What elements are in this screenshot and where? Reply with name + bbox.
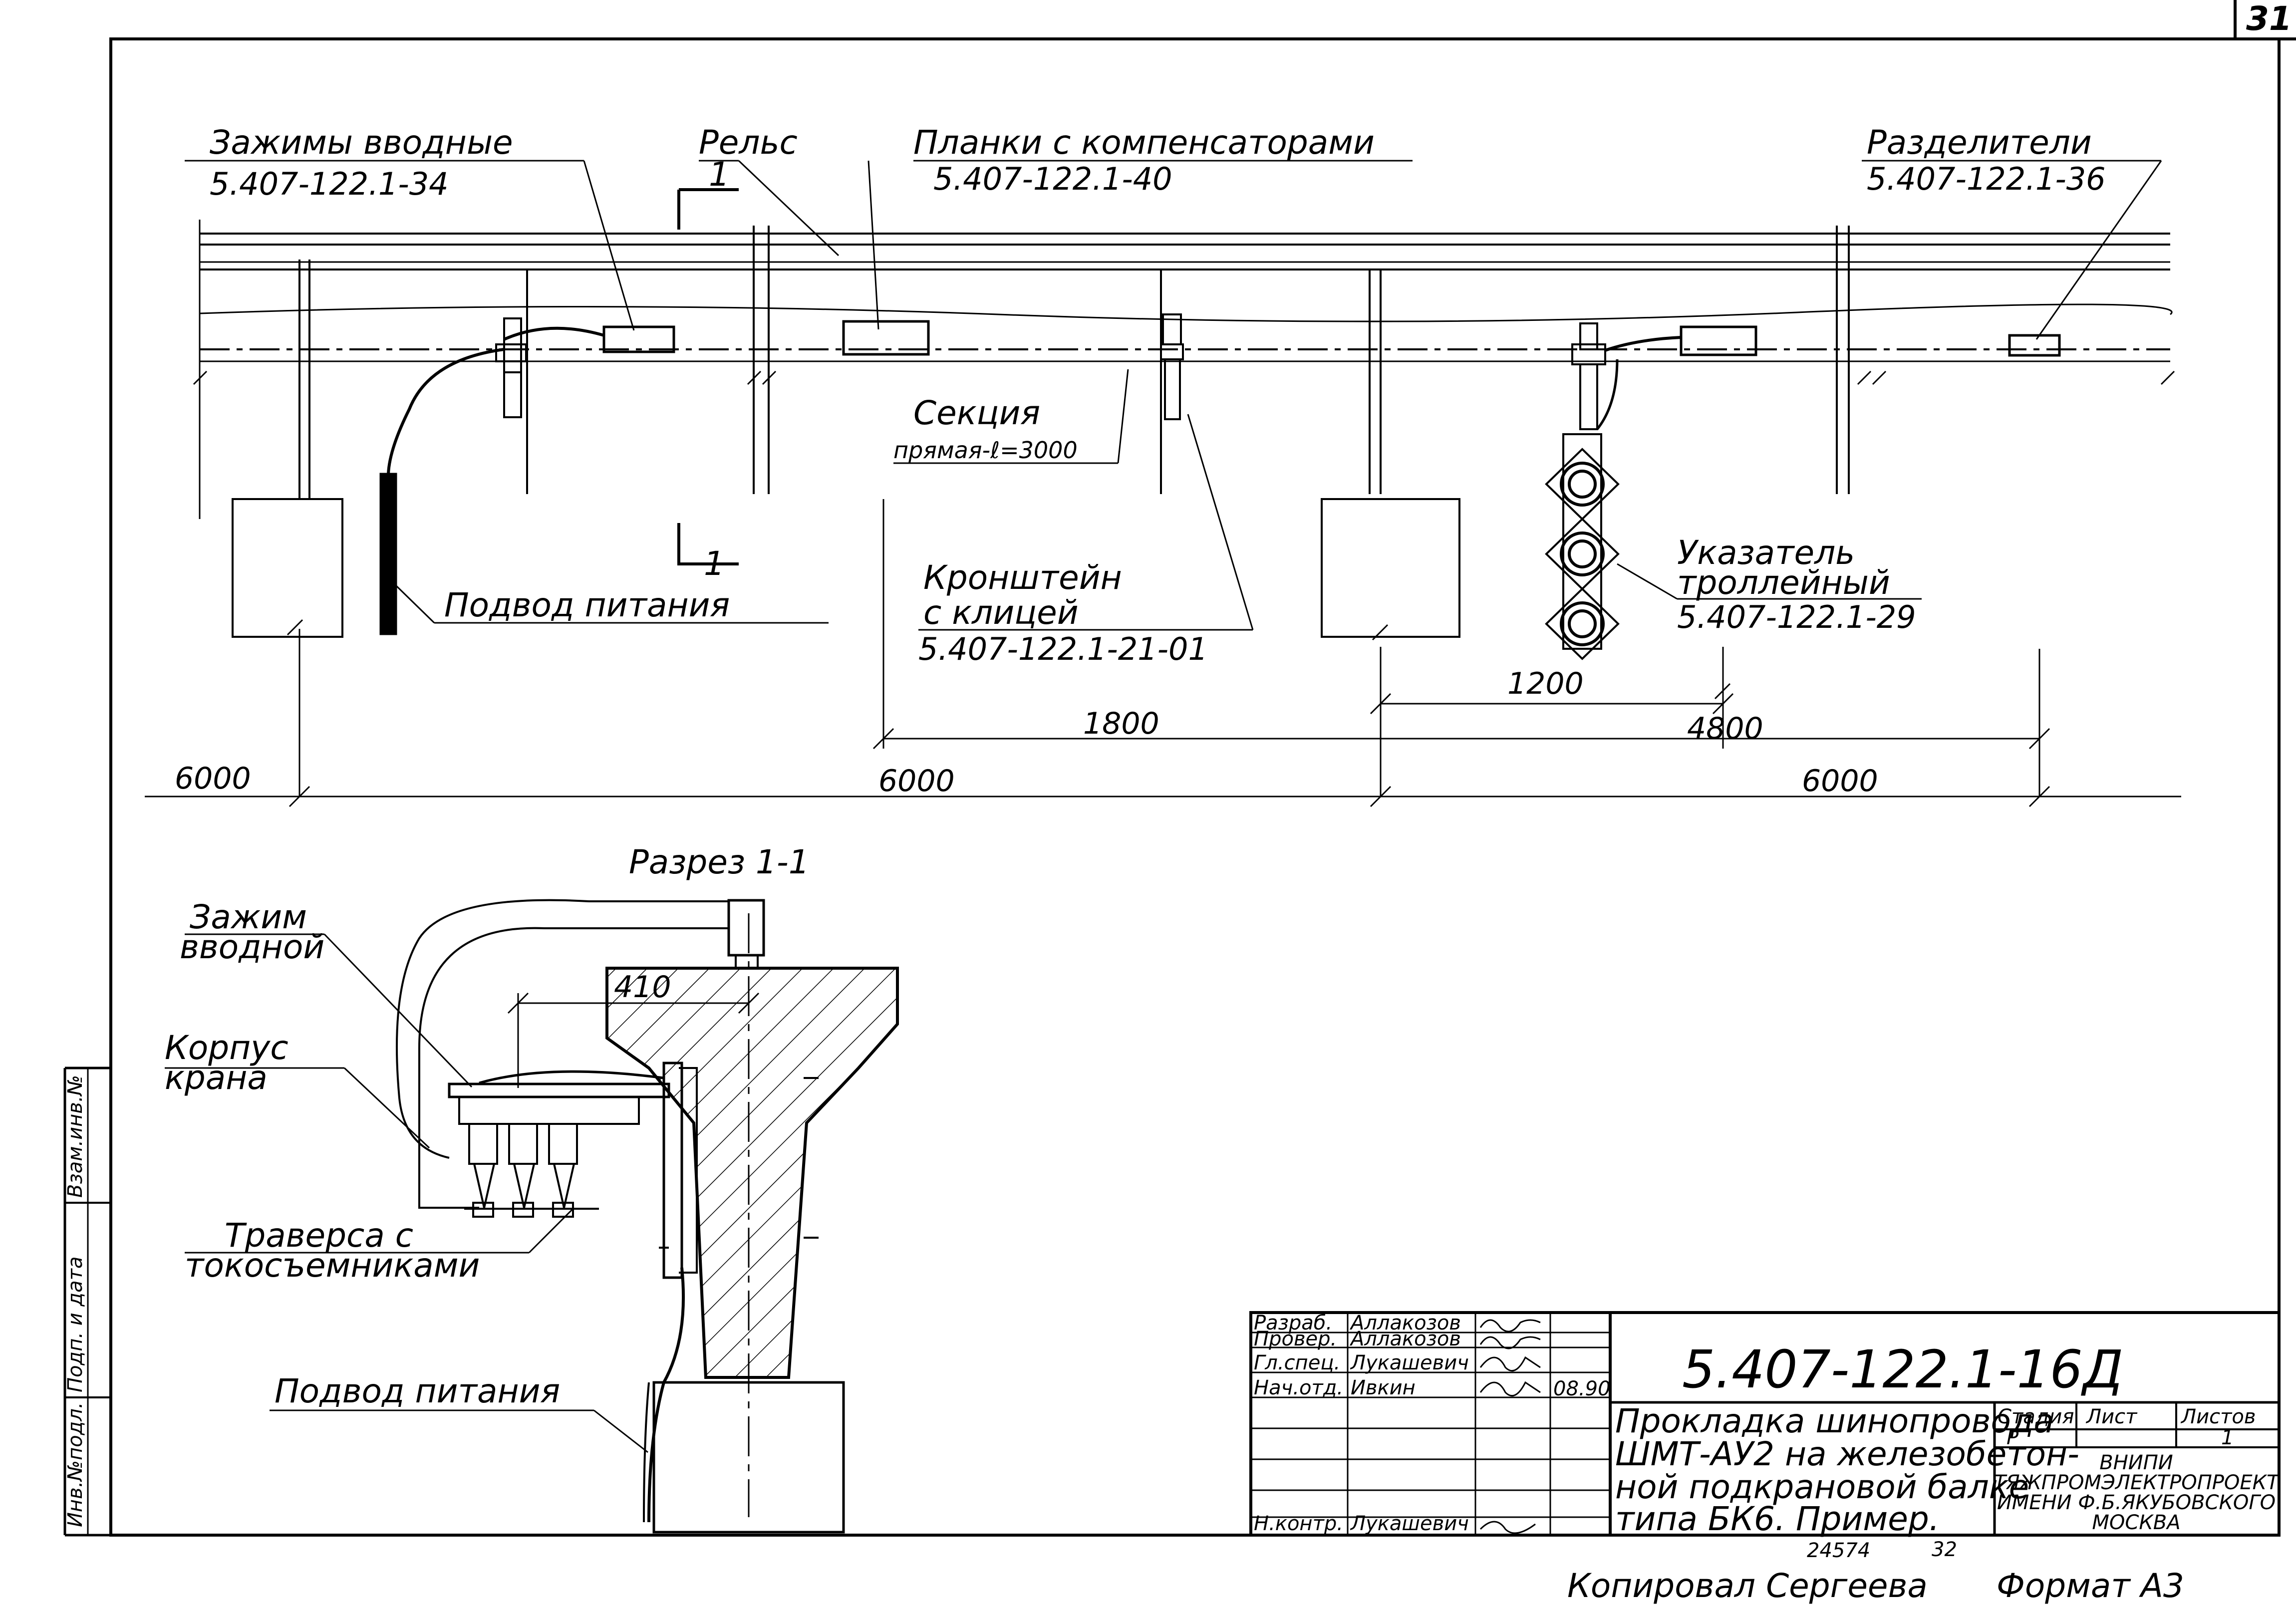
tb-role-6: Н.контр. [1254,1512,1343,1535]
tb-org-3: ИМЕНИ Ф.Б.ЯКУБОВСКОГО [1997,1491,2276,1514]
tb-name-0: Аллакозов [1349,1312,1461,1335]
tb-stage-header: Стадия [1998,1405,2074,1428]
callout-bracket-l2: с клицей [923,593,1079,632]
callout-strips-title: Планки с компенсаторами [913,123,1375,162]
tb-role-1: Провер. [1254,1328,1337,1350]
dim-4800: 4800 [1687,711,1763,746]
tb-desc-2: ШМТ-АУ2 на железобетон- [1615,1435,2079,1473]
section-clamp-l2: вводной [180,928,324,966]
plan-labels: Зажимы вводные 5.407-122.1-34 Рельс 1 Пл… [175,123,2106,799]
tb-role-2: Гл.спец. [1254,1351,1340,1374]
section-crane-l1: Корпус [165,1029,288,1067]
plan-view [145,160,2181,807]
callout-section-l2: прямая-ℓ=3000 [893,437,1078,464]
tb-desc-3: ной подкрановой балке [1615,1468,2029,1506]
tb-desc-1: Прокладка шинопровода [1615,1402,2054,1440]
dim-6000-left: 6000 [175,761,251,796]
section-labels: Разрез 1-1 Зажим вводной Корпус крана Тр… [165,843,810,1410]
callout-rail-title: Рельс [699,123,798,162]
callout-indicator-l2: троллейный [1677,563,1890,602]
tb-role-0: Разраб. [1254,1312,1332,1335]
title-block [1249,1311,2281,1537]
callout-bracket-l1: Кронштейн [923,558,1122,597]
tb-org-2: ТЯЖПРОМЭЛЕКТРОПРОЕКТ [1994,1471,2281,1494]
sheet-number: 31 [2246,0,2292,38]
callout-indicator-code: 5.407-122.1-29 [1677,599,1916,635]
dim-1200: 1200 [1507,666,1584,701]
callout-indicator-l1: Указатель [1677,534,1855,572]
tb-name-6: Лукашевич [1350,1512,1469,1535]
tb-stage-value: Р [2007,1426,2019,1449]
section-crane-l2: крана [165,1059,268,1097]
sheet-frame [63,0,2296,1537]
tb-org-4: МОСКВА [2092,1511,2180,1534]
section-view [165,899,899,1534]
section-dim-410: 410 [614,970,671,1005]
sheet-footer: Копировал Сергеева 24574 32 Формат А3 [1567,1538,2184,1605]
callout-section-l1: Секция [913,394,1040,432]
tb-desc-4: типа БК6. Пример. [1615,1500,1940,1538]
section-clamp-l1: Зажим [190,898,307,936]
tb-name-3: Ивкин [1351,1376,1416,1399]
tb-name-1: Аллакозов [1349,1328,1461,1350]
dim-6000-mid: 6000 [878,764,955,799]
dim-1800: 1800 [1083,706,1159,741]
tb-date: 08.90 [1553,1377,1611,1400]
callout-dividers-title: Разделители [1867,123,2092,162]
section-title: Разрез 1-1 [629,843,810,881]
callout-dividers-code: 5.407-122.1-36 [1867,161,2106,197]
tb-designation: 5.407-122.1-16Д [1682,1339,2123,1400]
callout-power-title: Подвод питания [444,586,730,624]
side-stamp-inv: Инв.№подл. [64,1402,87,1527]
footer-copied-by: Копировал Сергеева [1567,1567,1928,1605]
tb-role-3: Нач.отд. [1254,1376,1343,1399]
callout-rail-mark: 1 [709,155,730,194]
side-stamp: Инв.№подл. Подп. и дата Взам.инв.№ [64,1075,87,1527]
section-traverse-l1: Траверса с [225,1216,413,1255]
callout-bracket-code: 5.407-122.1-21-01 [918,631,1208,667]
footer-stamp-sheet: 32 [1932,1538,1957,1561]
tb-sheet-header: Лист [2085,1405,2138,1428]
side-stamp-sign: Подп. и дата [64,1257,87,1392]
tb-org-1: ВНИПИ [2099,1451,2173,1474]
callout-clamps-code: 5.407-122.1-34 [210,166,449,202]
signatures [1479,1319,1541,1534]
title-block-text: Разраб.АллакозовПровер.АллакозовГл.спец.… [1254,1312,2281,1538]
callout-clamps-title: Зажимы вводные [210,123,513,162]
footer-stamp-number: 24574 [1807,1539,1870,1562]
tb-sheets-header: Листов [2180,1405,2256,1428]
tb-sheets-value: 1 [2221,1426,2234,1449]
section-mark-bottom: 1 [704,544,725,583]
footer-format: Формат А3 [1997,1567,2184,1605]
dim-6000-right: 6000 [1802,764,1878,799]
side-stamp-replace: Взам.инв.№ [64,1075,87,1198]
callout-strips-code: 5.407-122.1-40 [933,161,1172,197]
section-power: Подвод питания [275,1372,560,1410]
tb-name-2: Лукашевич [1350,1351,1469,1374]
section-traverse-l2: токосъемниками [185,1246,480,1285]
